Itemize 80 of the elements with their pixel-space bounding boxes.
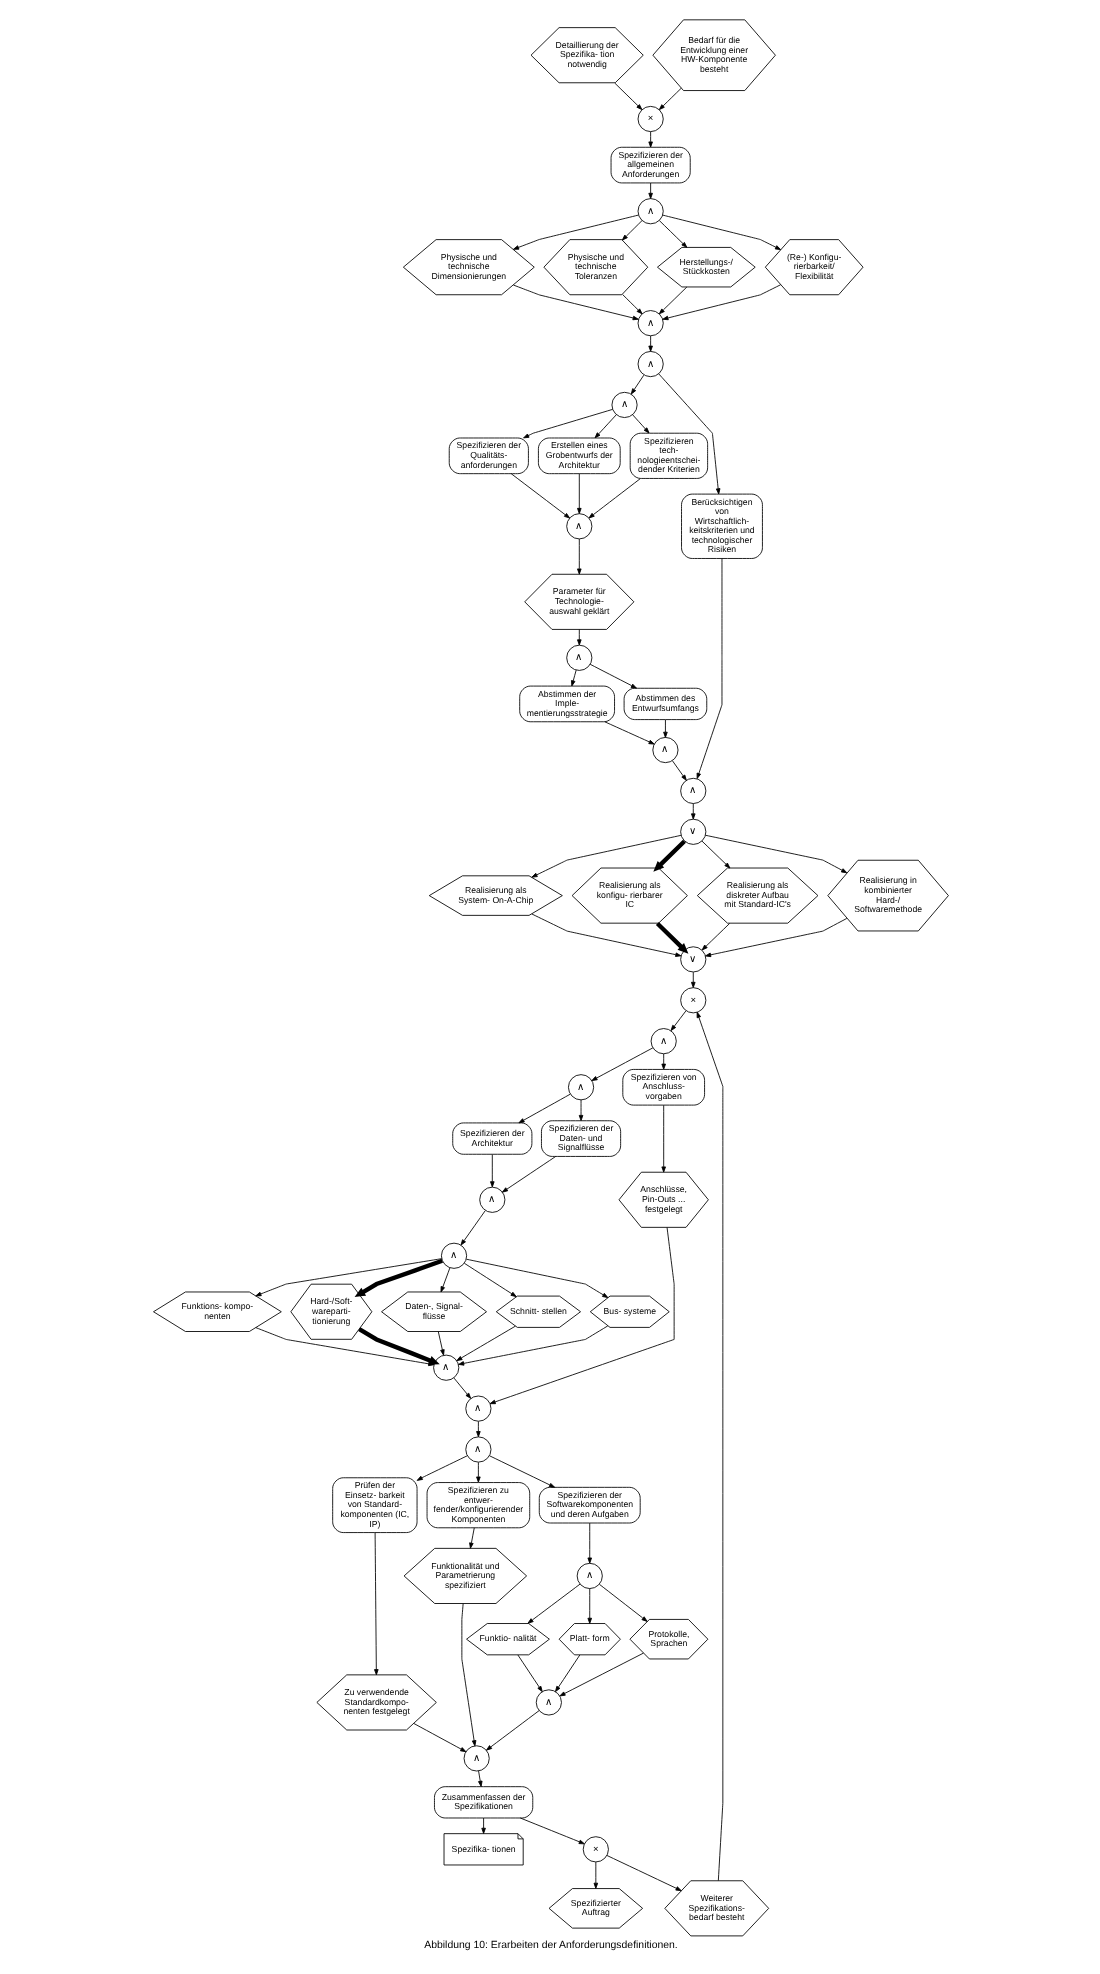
arrow (660, 1053, 665, 1070)
arrow (412, 1723, 466, 1753)
arrow (459, 1210, 485, 1246)
arrow (657, 286, 687, 315)
arrow (558, 1652, 643, 1697)
arrow (460, 1603, 476, 1747)
arrow (647, 335, 652, 352)
arrow (436, 1331, 444, 1356)
arrow (489, 1154, 494, 1188)
arrow (477, 1770, 482, 1787)
arrow (669, 1010, 686, 1031)
arrow (592, 1861, 598, 1889)
arrow (657, 220, 687, 248)
arrow (475, 1421, 480, 1438)
arrow (468, 1527, 474, 1549)
arrow (576, 538, 581, 575)
arrow (488, 1227, 674, 1405)
arrow (475, 1461, 480, 1483)
arrow (452, 1377, 471, 1399)
arrow (695, 558, 722, 779)
arrow (512, 214, 638, 250)
arrow (455, 1325, 515, 1362)
arrow (485, 1710, 539, 1751)
arrow (509, 473, 570, 519)
arrow (516, 1654, 542, 1693)
arrow (620, 220, 642, 241)
arrow (530, 913, 681, 957)
arrow (526, 1583, 580, 1624)
arrow (661, 284, 781, 321)
arrow (570, 669, 576, 687)
arrow (654, 921, 688, 954)
arrow (652, 839, 685, 872)
arrow (621, 294, 642, 315)
arrow (695, 1011, 723, 1882)
arrow (657, 87, 681, 111)
arrow (631, 414, 649, 434)
arrow (704, 917, 847, 958)
arrow (660, 1104, 665, 1173)
arrow (586, 1588, 591, 1624)
arrow (588, 663, 636, 689)
arrow (700, 923, 730, 951)
arrow (500, 1156, 556, 1193)
arrow (415, 1455, 467, 1481)
arrow (457, 1325, 608, 1366)
arrow (590, 1047, 653, 1082)
arrow (598, 1583, 647, 1622)
arrow (517, 1093, 570, 1124)
arrow (488, 1455, 555, 1488)
arrow (593, 414, 616, 439)
arrow (586, 1522, 591, 1564)
arrow (462, 1262, 516, 1298)
arrow (464, 1258, 608, 1299)
arrow (254, 1258, 442, 1297)
arrow (605, 1855, 681, 1892)
arrow (439, 1267, 450, 1293)
arrow (522, 408, 613, 439)
arrow (512, 284, 638, 321)
arrow (554, 1654, 580, 1693)
arrow (662, 719, 667, 738)
arrow (647, 182, 652, 199)
arrow (704, 834, 847, 874)
arrow (629, 374, 644, 395)
arrow (690, 971, 695, 988)
arrow (480, 1817, 485, 1834)
arrow (353, 1258, 442, 1298)
arrow (671, 760, 686, 781)
arrow (657, 373, 720, 495)
arrow (661, 214, 781, 251)
arrow (647, 131, 652, 148)
arrow (373, 1532, 378, 1676)
arrow (603, 721, 654, 745)
arrow (587, 478, 640, 519)
arrow (690, 803, 695, 820)
arrow (518, 1817, 584, 1845)
arrow (576, 629, 581, 646)
arrow (613, 82, 642, 110)
arrow (530, 834, 681, 878)
arrow (576, 473, 581, 515)
arrow (700, 840, 730, 869)
arrow (577, 1099, 583, 1122)
